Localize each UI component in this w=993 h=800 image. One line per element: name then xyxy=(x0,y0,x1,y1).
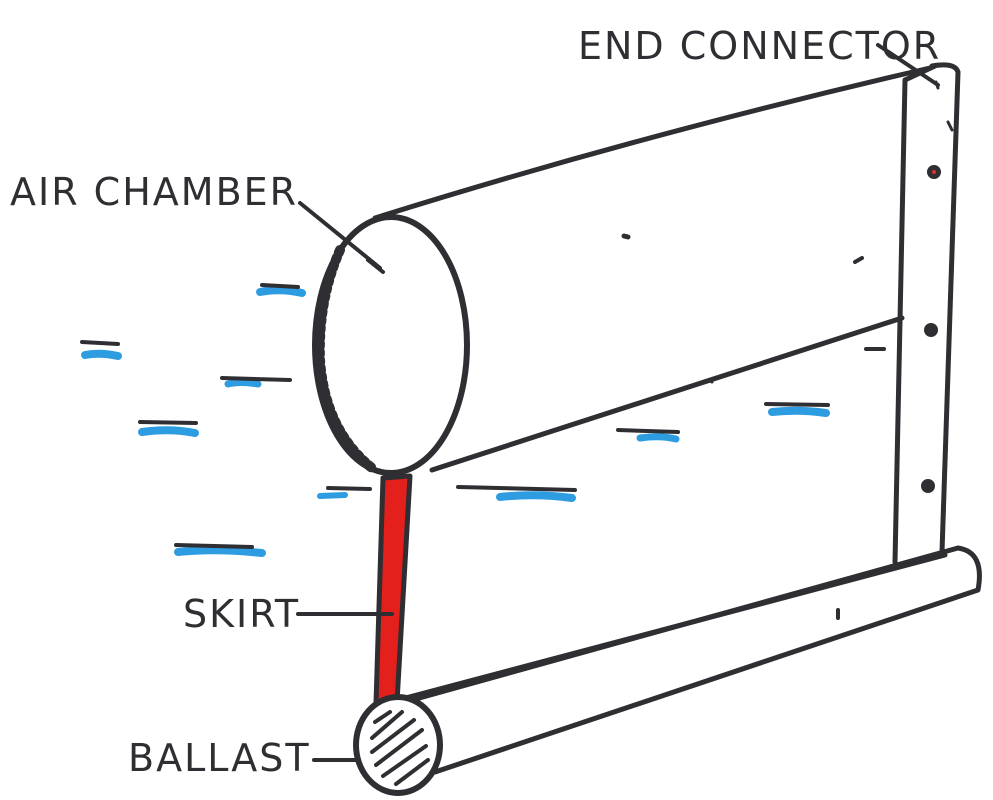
wave xyxy=(764,402,830,417)
end-connector-bolt-center xyxy=(932,170,936,174)
label-air-chamber: AIR CHAMBER xyxy=(10,170,299,214)
label-skirt: SKIRT xyxy=(183,592,301,636)
label-ballast: BALLAST xyxy=(128,736,311,780)
wave xyxy=(256,283,306,297)
ballast-hatching xyxy=(370,710,430,786)
end-connector xyxy=(892,62,961,565)
wave xyxy=(138,420,199,437)
end-connector-bolt xyxy=(924,323,938,337)
wave xyxy=(80,340,122,360)
label-end-connector: END CONNECTOR xyxy=(578,24,942,68)
leader-end-connector xyxy=(876,43,940,87)
wave xyxy=(174,543,266,557)
air-chamber-end xyxy=(312,214,470,476)
end-connector-bolt xyxy=(921,479,935,493)
wave xyxy=(456,485,577,502)
water-waves xyxy=(80,283,830,557)
ballast-tube xyxy=(353,545,982,796)
skirt-strip xyxy=(373,473,413,706)
wave xyxy=(220,376,292,388)
wave xyxy=(616,428,680,443)
skirt-panel xyxy=(395,315,948,703)
leader-air-chamber xyxy=(298,201,382,270)
air-chamber-body xyxy=(372,65,933,221)
wave xyxy=(317,486,372,499)
